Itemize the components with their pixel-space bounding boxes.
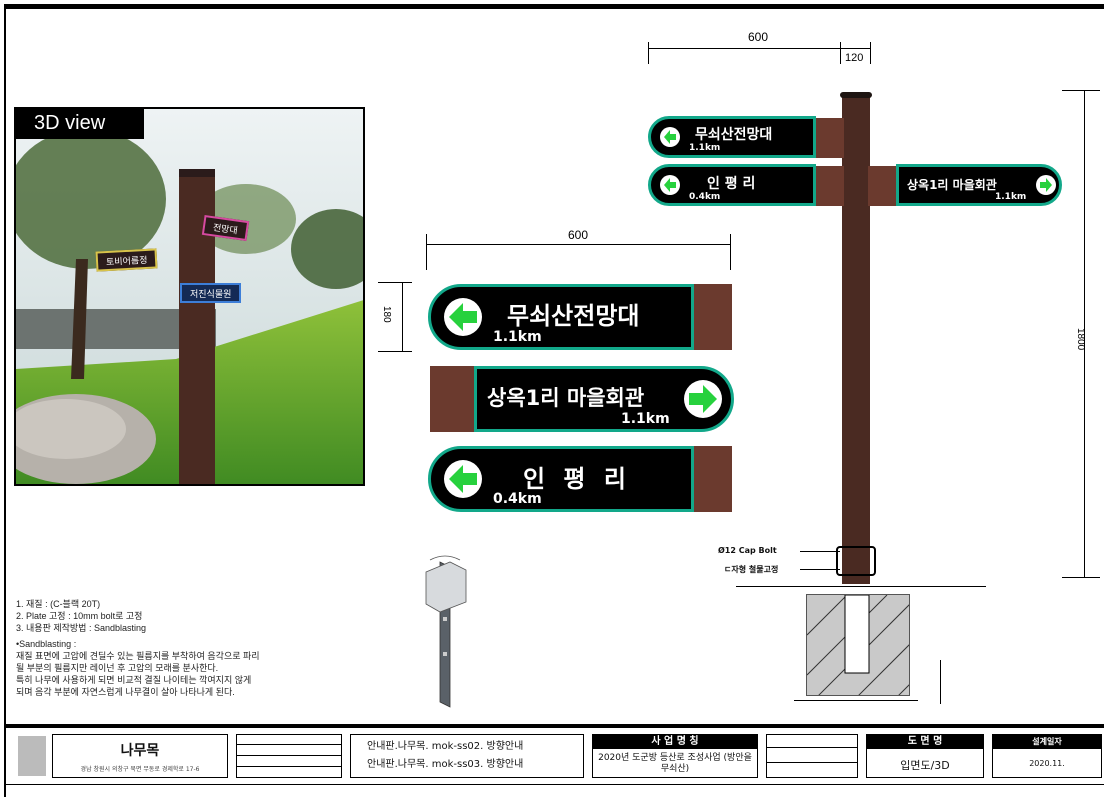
dimension-tick <box>840 42 841 64</box>
sign-plank <box>868 166 900 206</box>
top-sign-1-title: 무쇠산전망대 <box>695 127 773 143</box>
dimension-tick <box>378 282 412 283</box>
note-line: 될 부분의 필름지만 레이넌 후 고압의 모래를 분사한다. <box>16 663 219 673</box>
photo-label: 3D view <box>14 107 144 139</box>
bolt-label: Ø12 Cap Bolt <box>718 546 777 555</box>
detail-sign-1: 무쇠산전망대 1.1km <box>428 284 694 350</box>
dimension-tick <box>1062 577 1100 578</box>
base-line <box>794 700 918 701</box>
arrow-left-icon <box>660 127 680 147</box>
dimension-post-width: 120 <box>845 52 864 64</box>
detail-sign-3-title: 인 평 리 <box>523 465 626 493</box>
company-address: 경남 창원시 의창구 북면 무동로 경제학로 17-6 <box>80 766 200 773</box>
note-line: 특히 나무에 사용하게 되면 비교적 결질 나이테는 깍여지지 않게 <box>16 675 252 685</box>
bolt-bracket <box>836 546 876 576</box>
dimension-tick <box>730 234 731 270</box>
arrow-right-icon <box>1036 175 1056 195</box>
dimension-tick <box>426 234 427 270</box>
dimension-tick <box>1062 90 1100 91</box>
notes-block: 1. 재질 : (C-블랙 20T) 2. Plate 고정 : 10mm bo… <box>16 598 396 698</box>
dimension-line-height <box>1084 90 1085 578</box>
note-line: 2. Plate 고정 : 10mm bolt로 고정 <box>16 611 143 621</box>
top-sign-2: 인 평 리 0.4km <box>648 164 816 206</box>
note-line: 되며 음각 부분에 자연스럽게 나무결이 살아 나타나게 된다. <box>16 687 235 697</box>
date-value: 2020.11. <box>1029 759 1065 768</box>
drawing-list-item: 안내판.나무목. mok-ss03. 방향안내 <box>367 759 524 770</box>
isometric-post-sketch <box>425 555 467 708</box>
detail-sign-3: 인 평 리 0.4km <box>428 446 694 512</box>
bracket-label: ㄷ자형 철물고정 <box>724 565 779 574</box>
project-name: 2020년 도군방 등산로 조성사업 (방안을 무쇠산) <box>598 753 752 774</box>
photo-sign-1: 토비어름정 <box>95 248 158 272</box>
drawing-list-item: 안내판.나무목. mok-ss02. 방향안내 <box>367 741 524 752</box>
project-cell: 사 업 명 칭 2020년 도군방 등산로 조성사업 (방안을 무쇠산) <box>592 734 758 778</box>
leader-line <box>800 569 840 570</box>
top-sign-3: 상옥1리 마을회관 1.1km <box>896 164 1062 206</box>
date-label: 설계일자 <box>993 735 1101 749</box>
detail-sign-3-distance: 0.4km <box>493 491 542 507</box>
top-sign-2-title: 인 평 리 <box>707 176 756 192</box>
company-cell: 나무목 경남 창원시 의창구 북면 무동로 경제학로 17-6 <box>52 734 228 778</box>
sign-plank <box>690 284 732 350</box>
foundation-hatch <box>807 595 909 695</box>
detail-sign-1-title: 무쇠산전망대 <box>507 302 640 330</box>
post-cap <box>840 92 872 98</box>
revision-table <box>236 734 342 778</box>
leader-line <box>800 551 840 552</box>
dimension-line-top <box>648 48 870 49</box>
sign-plank <box>690 446 732 512</box>
detail-sign-1-distance: 1.1km <box>493 329 542 345</box>
base-mark <box>940 660 941 704</box>
logo-mark <box>18 736 46 776</box>
dimension-tick <box>378 351 412 352</box>
note-line: 3. 내용판 제작방법 : Sandblasting <box>16 623 147 633</box>
arrow-right-icon <box>684 380 722 418</box>
arrow-left-icon <box>444 460 482 498</box>
drawing-frame <box>4 4 1104 797</box>
top-sign-1-distance: 1.1km <box>689 143 721 153</box>
dimension-tick <box>648 42 649 64</box>
top-sign-2-distance: 0.4km <box>689 192 721 202</box>
arrow-left-icon <box>444 298 482 336</box>
company-name: 나무목 <box>120 743 160 759</box>
sign-post <box>842 94 870 584</box>
dimension-tick <box>870 42 871 64</box>
project-label: 사 업 명 칭 <box>593 735 757 749</box>
sign-plank <box>812 118 844 158</box>
detail-sign-2: 상옥1리 마을회관 1.1km <box>474 366 734 432</box>
note-line: 재질 표면에 고압에 견딜수 있는 필름지를 부착하여 음각으로 파리 <box>16 651 260 661</box>
dimension-sign-height: 180 <box>381 306 392 323</box>
concrete-foundation <box>806 594 910 696</box>
title-block: 나무목 경남 창원시 의창구 북면 무동로 경제학로 17-6 안내판.나무목.… <box>6 728 1104 785</box>
dimension-detail-width: 600 <box>568 228 589 242</box>
photo-sign-2: 저진식물원 <box>180 283 242 303</box>
approval-table <box>766 734 858 778</box>
top-sign-3-distance: 1.1km <box>995 192 1027 202</box>
note-line: •Sandblasting : <box>16 639 77 649</box>
date-cell: 설계일자 2020.11. <box>992 734 1102 778</box>
dimension-line-detail <box>426 244 731 245</box>
drawing-label: 도 면 명 <box>867 735 983 749</box>
drawing-name: 입면도/3D <box>900 759 950 772</box>
dimension-top-width: 600 <box>748 30 769 44</box>
sign-plank <box>430 366 478 432</box>
top-sign-3-title: 상옥1리 마을회관 <box>907 178 997 192</box>
arrow-left-icon <box>660 175 680 195</box>
note-line: 1. 재질 : (C-블랙 20T) <box>16 599 101 609</box>
dimension-line-sign-height <box>402 282 403 352</box>
detail-sign-2-title: 상옥1리 마을회관 <box>487 386 645 410</box>
top-sign-1: 무쇠산전망대 1.1km <box>648 116 816 158</box>
drawing-name-cell: 도 면 명 입면도/3D <box>866 734 984 778</box>
drawing-list-cell: 안내판.나무목. mok-ss02. 방향안내 안내판.나무목. mok-ss0… <box>350 734 584 778</box>
dimension-post-height: 1800 <box>1075 328 1086 351</box>
detail-sign-2-distance: 1.1km <box>621 411 670 427</box>
sign-plank <box>812 166 844 206</box>
title-block-separator <box>6 724 1104 728</box>
ground-line <box>736 586 986 587</box>
